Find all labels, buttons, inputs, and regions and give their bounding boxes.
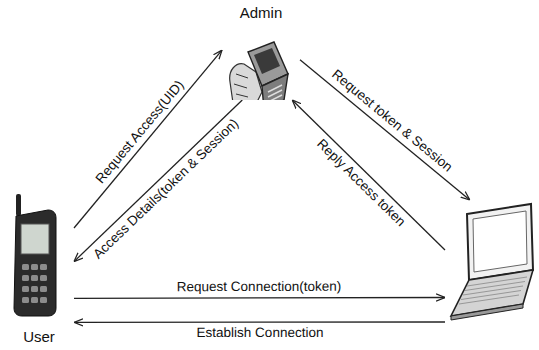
edge-label: Establish Connection [194,325,325,341]
edge-label: Access Details(token & Session) [88,114,243,263]
arrow-connector [300,60,470,200]
edge-label: Reply Access token [312,134,410,231]
node-label: User [4,328,74,346]
laptop-node [445,200,537,325]
user-icon [4,188,66,348]
user-node: User [4,188,74,348]
admin-node: Admin [222,4,300,100]
laptop-icon [445,200,537,325]
arrow-connector [74,297,445,299]
edge-label: Request Connection(token) [175,279,343,295]
arrow-connector [74,321,445,323]
node-label: Admin [222,4,300,22]
arrow-connector [292,100,445,250]
